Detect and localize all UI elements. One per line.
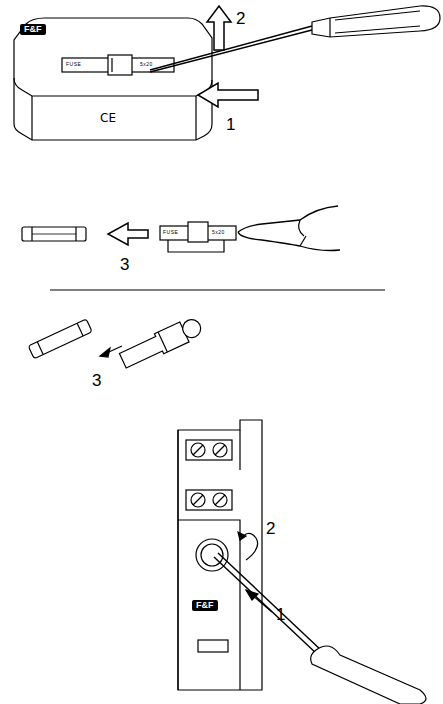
fuse-marking: FUSE: [163, 230, 178, 235]
callout-number: 3: [120, 256, 129, 273]
fuse-marking: FUSE: [66, 62, 81, 67]
brand-logo: F&F: [192, 600, 218, 611]
callout-number: 2: [236, 10, 245, 27]
brand-logo: F&F: [20, 24, 46, 35]
fuse-rating: 5x20: [140, 62, 153, 67]
callout-number: 3: [92, 372, 101, 389]
callout-number: 2: [266, 520, 275, 537]
fuse-rating: 5x20: [212, 230, 225, 235]
ce-mark: CE: [100, 112, 116, 124]
callout-number: 1: [276, 606, 285, 623]
callout-number: 1: [226, 116, 235, 133]
